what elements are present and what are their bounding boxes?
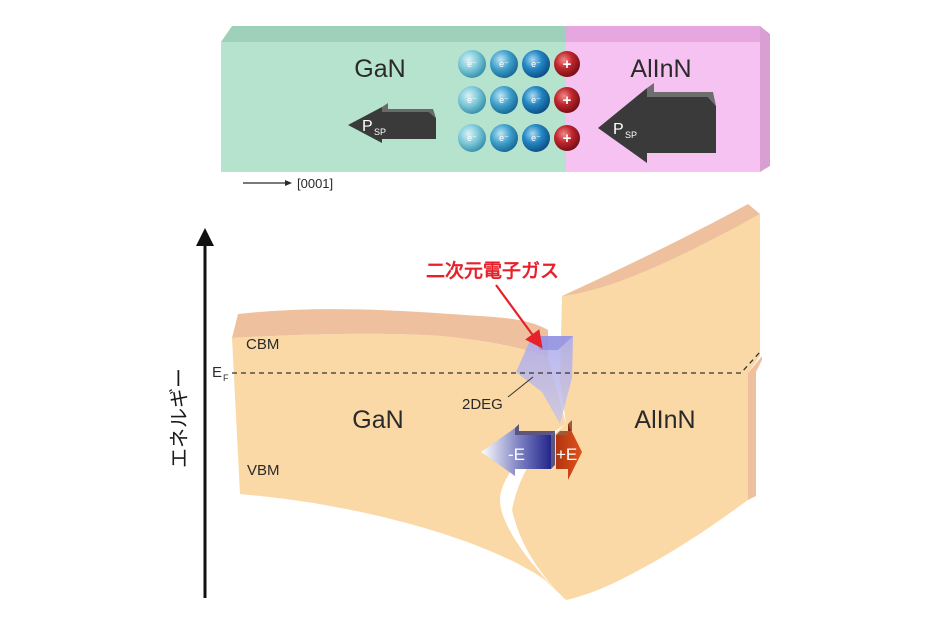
interface-charges: e⁻ e⁻ e⁻ + e⁻ e⁻ e⁻ + e⁻ e⁻ e⁻ + — [458, 50, 580, 152]
positive-charge: + — [554, 87, 580, 113]
alinn-top-face — [566, 26, 760, 42]
gan-psp-main: P — [362, 118, 373, 135]
electron: e⁻ — [522, 50, 550, 78]
energy-axis: エネルギー — [167, 228, 214, 598]
positive-charge-symbol: + — [563, 130, 572, 147]
alinn-band — [512, 214, 760, 600]
electron: e⁻ — [522, 86, 550, 114]
electron-symbol: e⁻ — [467, 59, 477, 69]
alinn-psp-main: P — [613, 121, 624, 138]
fermi-level-line — [232, 351, 761, 374]
positive-field-arrow: +E — [556, 420, 582, 480]
positive-charge-symbol: + — [563, 92, 572, 109]
2deg-label: 2DEG — [462, 396, 503, 413]
direction-label: [0001] — [297, 176, 333, 191]
direction-indicator: [0001] — [243, 176, 333, 191]
energy-axis-label: エネルギー — [167, 368, 191, 468]
alinn-label-top: AlInN — [630, 55, 691, 83]
electron-symbol: e⁻ — [499, 133, 509, 143]
electron: e⁻ — [490, 86, 518, 114]
gan-psp-sub: SP — [374, 127, 386, 137]
2deg-annotation: 二次元電子ガス — [426, 259, 559, 282]
band-top-surface — [232, 309, 548, 358]
positive-charge: + — [554, 51, 580, 77]
electron: e⁻ — [458, 86, 486, 114]
positive-charge: + — [554, 125, 580, 151]
alinn-polarization-arrow: P SP — [598, 83, 716, 163]
alinn-side-face — [760, 26, 770, 172]
electron: e⁻ — [490, 124, 518, 152]
electron: e⁻ — [522, 124, 550, 152]
gan-label-band: GaN — [352, 406, 403, 434]
electron: e⁻ — [490, 50, 518, 78]
gan-top-face — [221, 26, 566, 42]
negative-field-arrow: -E — [481, 424, 555, 476]
negative-field-label: -E — [508, 445, 525, 464]
band-diagram: エネルギー 二次元電子ガス 2DEG CBM E F VBM GaN AlInN — [167, 204, 762, 600]
2deg-leader-line — [507, 376, 534, 398]
alinn-psp-sub: SP — [625, 130, 637, 140]
fermi-label-sub: F — [223, 373, 229, 383]
electron-symbol: e⁻ — [499, 59, 509, 69]
alinn-label-band: AlInN — [634, 406, 695, 434]
alinn-band-side — [748, 214, 762, 500]
electron: e⁻ — [458, 50, 486, 78]
electron-symbol: e⁻ — [531, 59, 541, 69]
gan-label-top: GaN — [354, 55, 405, 83]
positive-field-label: +E — [556, 445, 577, 464]
gan-band — [232, 333, 566, 600]
electron-symbol: e⁻ — [467, 133, 477, 143]
electron-symbol: e⁻ — [499, 95, 509, 105]
positive-charge-symbol: + — [563, 56, 572, 73]
cbm-label: CBM — [246, 336, 279, 353]
vbm-label: VBM — [247, 462, 280, 479]
gan-polarization-arrow: P SP — [348, 103, 436, 143]
annotation-arrow — [495, 284, 543, 349]
fermi-label-main: E — [212, 364, 222, 381]
electron-symbol: e⁻ — [531, 133, 541, 143]
electron: e⁻ — [458, 124, 486, 152]
electron-symbol: e⁻ — [467, 95, 477, 105]
energy-axis-arrowhead — [196, 228, 214, 246]
electron-symbol: e⁻ — [531, 95, 541, 105]
top-panel: GaN AlInN P SP P SP e⁻e⁻e⁻+e⁻e⁻e⁻+e⁻e⁻e⁻… — [221, 26, 770, 191]
